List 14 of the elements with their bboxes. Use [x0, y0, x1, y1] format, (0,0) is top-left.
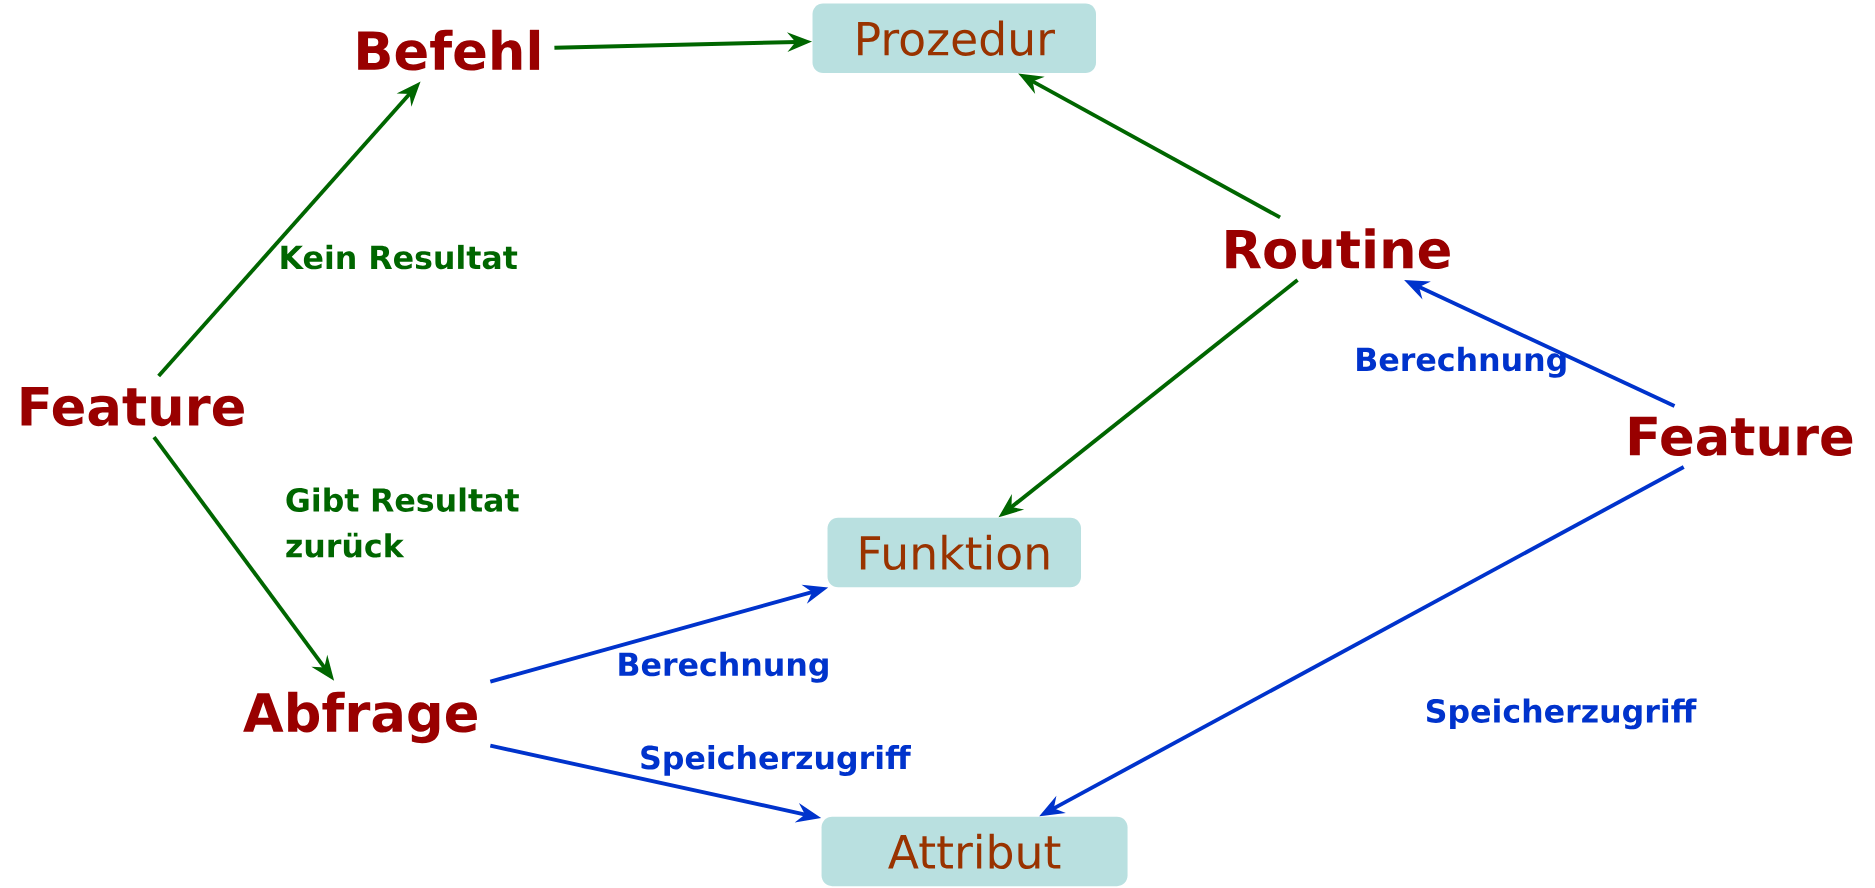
term-label: Feature	[1629, 416, 1853, 457]
term-label: Routine	[1226, 228, 1450, 270]
edge-label: Gibt Resultat zurück	[286, 487, 519, 558]
edge-label: Speicherzugriff	[641, 745, 911, 776]
term-label: Feature	[21, 386, 244, 427]
edge-label: Kein Resultat	[281, 244, 518, 270]
edge-label: Berechnung	[619, 651, 828, 683]
term-label: Befehl	[358, 29, 540, 71]
edge-label: Berechnung	[1357, 346, 1566, 378]
term-box: Attribut	[821, 816, 1128, 887]
term-box: Funktion	[827, 517, 1081, 588]
term-box: Prozedur	[812, 3, 1096, 73]
edge-label: Speicherzugriff	[1426, 698, 1697, 730]
term-label: Abfrage	[243, 691, 477, 744]
